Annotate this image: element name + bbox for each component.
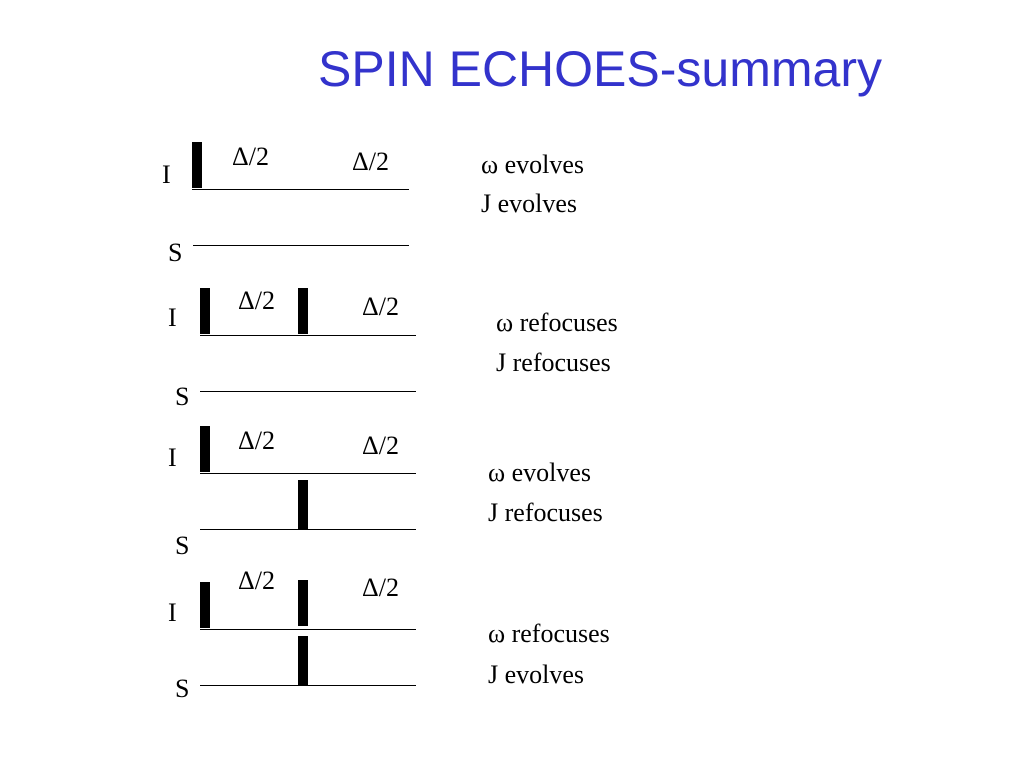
delay-second-label: Δ/2	[362, 431, 399, 460]
channel-s-label: S	[175, 382, 190, 411]
channel-i-line	[200, 335, 416, 336]
channel-s-line	[200, 391, 416, 392]
channel-i-line	[200, 629, 416, 630]
s-180-pulse	[298, 636, 308, 686]
i-180-pulse	[298, 288, 308, 334]
channel-i-label: I	[162, 160, 171, 189]
delay-first-label: Δ/2	[238, 426, 275, 455]
s-180-pulse	[298, 480, 308, 530]
delay-first-label: Δ/2	[238, 566, 275, 595]
outcome-omega: ω evolves	[481, 150, 585, 179]
outcome-omega: ω evolves	[488, 458, 592, 487]
channel-s-label: S	[175, 674, 190, 703]
channel-i-label: I	[168, 303, 177, 332]
i-90-pulse	[200, 288, 210, 334]
delay-second-label: Δ/2	[362, 573, 399, 602]
page-title: SPIN ECHOES-summary	[318, 41, 882, 97]
outcome-j: J evolves	[488, 660, 585, 689]
outcome-j: J evolves	[481, 189, 578, 218]
channel-i-label: I	[168, 443, 177, 472]
outcome-omega: ω refocuses	[496, 308, 618, 337]
delay-second-label: Δ/2	[362, 292, 399, 321]
i-180-pulse	[298, 580, 308, 626]
channel-s-line	[200, 529, 416, 530]
channel-s-label: S	[168, 238, 183, 267]
channel-i-label: I	[168, 598, 177, 627]
channel-i-line	[200, 473, 416, 474]
channel-s-line	[200, 685, 416, 686]
channel-s-label: S	[175, 531, 190, 560]
channel-i-line	[192, 189, 409, 190]
i-90-pulse	[200, 582, 210, 628]
outcome-j: J refocuses	[496, 348, 611, 377]
outcome-j: J refocuses	[488, 498, 603, 527]
delay-first-label: Δ/2	[232, 142, 269, 171]
delay-second-label: Δ/2	[352, 147, 389, 176]
outcome-omega: ω refocuses	[488, 619, 610, 648]
delay-first-label: Δ/2	[238, 286, 275, 315]
i-90-pulse	[200, 426, 210, 472]
channel-s-line	[193, 245, 409, 246]
i-90-pulse	[192, 142, 202, 188]
